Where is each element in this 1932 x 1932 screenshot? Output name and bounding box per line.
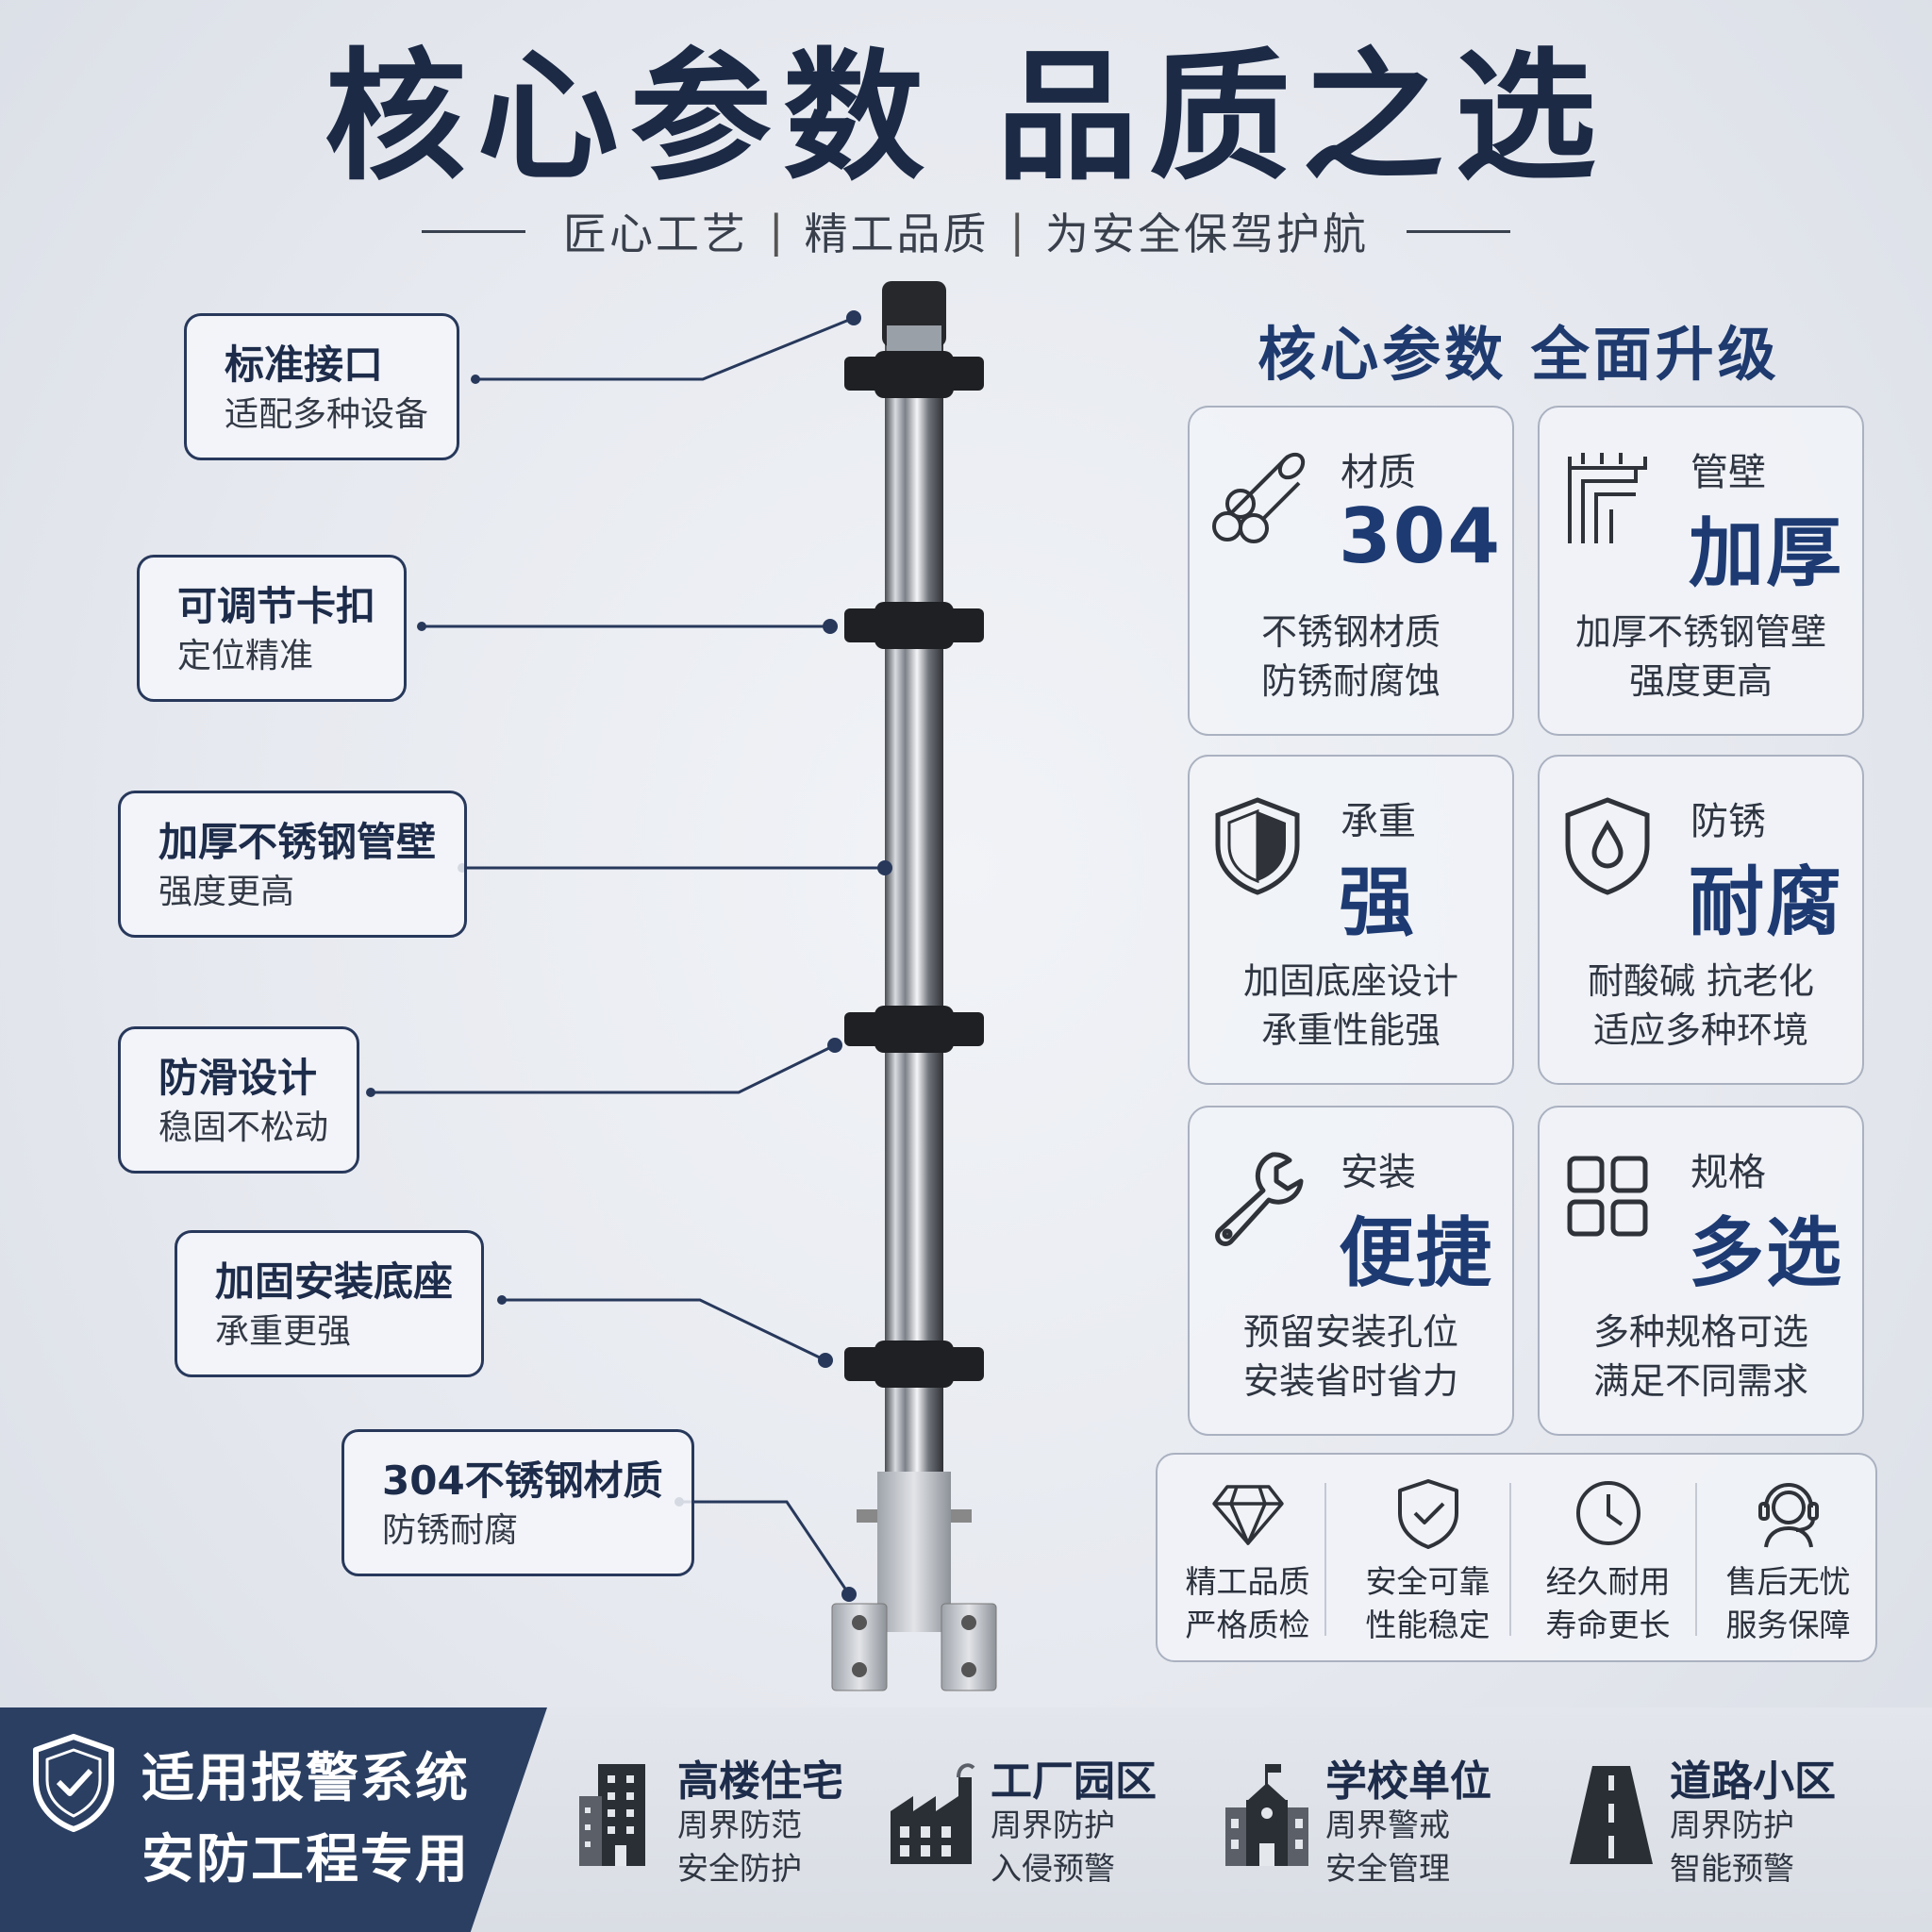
callout-adjustable-clamp: 可调节卡扣 定位精准 xyxy=(137,555,408,702)
card-desc: 多种规格可选满足不同需求 xyxy=(1592,1311,1808,1402)
callout-304-material: 304不锈钢材质 防锈耐腐 xyxy=(341,1429,694,1576)
road-icon xyxy=(1570,1766,1653,1864)
callout-title: 加厚不锈钢管壁 xyxy=(158,819,437,865)
tagline-item-1: 匠心工艺 xyxy=(563,208,748,259)
school-icon xyxy=(1225,1764,1308,1866)
diamond-icon xyxy=(1212,1485,1284,1545)
card-value: 耐腐 xyxy=(1689,858,1843,946)
callout-desc: 承重更强 xyxy=(215,1312,352,1351)
strip-divider xyxy=(1324,1483,1326,1636)
card-label: 材质 xyxy=(1341,451,1416,494)
quality-strip: 精工品质严格质检 安全可靠性能稳定 经久耐用寿命更长 售后无忧服务保障 xyxy=(1156,1453,1877,1662)
wrench-icon xyxy=(1215,1152,1304,1246)
feature-card-pipe-wall: 管壁 加厚 加厚不锈钢管壁强度更高 xyxy=(1538,406,1864,736)
card-label: 承重 xyxy=(1341,800,1416,843)
card-desc: 预留安装孔位安装省时省力 xyxy=(1242,1311,1458,1402)
leader-lines xyxy=(371,316,885,1595)
callout-thick-wall: 加厚不锈钢管壁 强度更高 xyxy=(118,791,468,938)
strip-divider xyxy=(1695,1483,1697,1636)
grid-icon xyxy=(1567,1156,1648,1237)
feature-card-anti-rust: 防锈 耐腐 耐酸碱 抗老化适应多种环境 xyxy=(1538,755,1864,1085)
card-desc: 加厚不锈钢管壁强度更高 xyxy=(1574,611,1826,702)
shield-check-icon xyxy=(33,1734,114,1832)
callout-anti-slip: 防滑设计 稳固不松动 xyxy=(118,1026,360,1174)
card-value: 加厚 xyxy=(1689,509,1843,597)
feature-card-installation: 安装 便捷 预留安装孔位安装省时省力 xyxy=(1188,1106,1514,1436)
callout-desc: 适配多种设备 xyxy=(225,395,429,434)
card-label: 规格 xyxy=(1690,1151,1766,1194)
footer-headline: 适用报警系统安防工程专用 xyxy=(142,1748,470,1890)
base-bracket xyxy=(831,1472,997,1691)
tagline-item-2: 精工品质 xyxy=(804,208,990,259)
tagline-separator: | xyxy=(769,206,784,257)
callout-title: 可调节卡扣 xyxy=(177,583,376,629)
feature-card-specification: 规格 多选 多种规格可选满足不同需求 xyxy=(1538,1106,1864,1436)
strip-item-safety: 安全可靠性能稳定 xyxy=(1338,1455,1518,1664)
callout-desc: 防锈耐腐 xyxy=(382,1511,519,1550)
page-title: 核心参数 品质之选 xyxy=(324,36,1608,200)
card-desc: 不锈钢材质防锈耐腐蚀 xyxy=(1260,611,1441,702)
shield-check-icon xyxy=(1398,1479,1458,1549)
steel-pipe xyxy=(885,325,943,1623)
strip-divider xyxy=(1509,1483,1511,1636)
divider-left xyxy=(422,229,525,233)
section-title: 核心参数 全面升级 xyxy=(1257,320,1780,389)
callout-desc: 强度更高 xyxy=(158,873,295,911)
tagline: 匠心工艺 | 精工品质 | 为安全保驾护航 xyxy=(0,193,1932,269)
card-value: 304 xyxy=(1339,492,1502,580)
callout-title: 304不锈钢材质 xyxy=(382,1457,663,1504)
card-desc: 耐酸碱 抗老化适应多种环境 xyxy=(1587,960,1815,1051)
card-value: 便捷 xyxy=(1339,1209,1493,1297)
clamp xyxy=(844,351,984,1388)
pipes-icon xyxy=(1212,452,1306,543)
card-label: 安装 xyxy=(1341,1151,1416,1194)
strip-item-service: 售后无忧服务保障 xyxy=(1698,1455,1878,1664)
callout-title: 标准接口 xyxy=(225,341,384,388)
divider-right xyxy=(1407,229,1510,233)
callout-reinforced-base: 加固安装底座 承重更强 xyxy=(175,1230,485,1377)
water-drop-shield-icon xyxy=(1565,797,1650,895)
clock-icon xyxy=(1576,1481,1641,1545)
card-value: 多选 xyxy=(1689,1209,1843,1297)
card-label: 防锈 xyxy=(1690,800,1766,843)
tagline-item-3: 为安全保驾护航 xyxy=(1045,208,1369,259)
feature-card-material: 材质 304 不锈钢材质防锈耐腐蚀 xyxy=(1188,406,1514,736)
callout-title: 防滑设计 xyxy=(158,1055,318,1101)
headset-icon xyxy=(1758,1483,1819,1548)
strip-item-durable: 经久耐用寿命更长 xyxy=(1518,1455,1698,1664)
tagline-separator: | xyxy=(1009,206,1025,257)
card-label: 管壁 xyxy=(1690,451,1766,494)
card-value: 强 xyxy=(1339,858,1416,946)
building-icon xyxy=(579,1764,645,1866)
pipe-wall-icon xyxy=(1568,453,1647,543)
callout-title: 加固安装底座 xyxy=(215,1258,454,1305)
leader-dots xyxy=(366,310,892,1602)
callout-desc: 定位精准 xyxy=(177,637,314,675)
card-desc: 加固底座设计承重性能强 xyxy=(1242,960,1458,1051)
feature-card-load-bearing: 承重 强 加固底座设计承重性能强 xyxy=(1188,755,1514,1085)
factory-icon xyxy=(891,1763,975,1864)
callout-desc: 稳固不松动 xyxy=(158,1108,329,1147)
shield-icon xyxy=(1215,797,1300,895)
callout-standard-interface: 标准接口 适配多种设备 xyxy=(184,313,460,460)
strip-item-quality: 精工品质严格质检 xyxy=(1158,1455,1338,1664)
